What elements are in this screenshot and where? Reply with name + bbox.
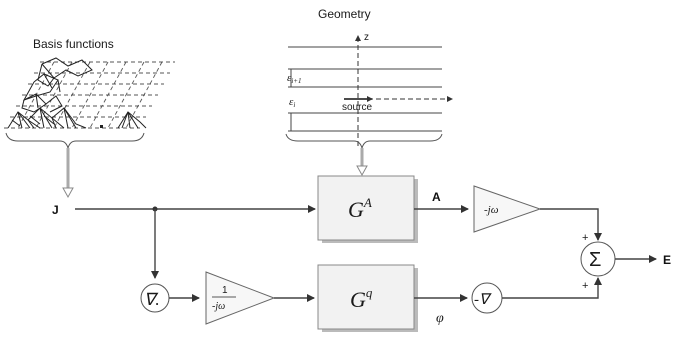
gain-to-sum-wire: [540, 208, 602, 241]
geometry-title: Geometry: [318, 7, 371, 21]
green-function-a-block: [317, 175, 418, 243]
divergence-operator-label: ∇.: [144, 290, 160, 309]
gain-bottom-triangle: [205, 271, 276, 325]
source-label: source: [342, 102, 372, 113]
green-function-q-block: [317, 264, 418, 332]
gain-top-label: -jω: [484, 204, 499, 216]
basis-functions-title: Basis functions: [33, 37, 114, 51]
geometry-brace: [285, 133, 443, 150]
signal-phi-label: φ: [436, 311, 444, 326]
gain-bottom-numerator: 1: [222, 285, 228, 296]
gain-top-triangle: [473, 185, 542, 233]
epsilon-upper-label: εi+1: [287, 72, 302, 85]
basis-brace: [5, 132, 145, 150]
basis-functions-mesh: [4, 57, 175, 129]
input-j-label: J: [52, 203, 59, 217]
signal-a-label: A: [432, 190, 441, 204]
geometry-layers: [288, 35, 453, 146]
gq-label: Gq: [350, 285, 373, 312]
z-label: z: [364, 32, 369, 43]
basis-down-arrow: [62, 148, 74, 199]
gradient-operator-label: -∇: [474, 292, 492, 308]
output-e-label: E: [663, 253, 671, 267]
summing-junction-label: Σ: [589, 249, 601, 271]
ga-label: GA: [348, 195, 372, 222]
sum-plus-top: +: [582, 232, 588, 244]
geometry-down-arrow: [356, 148, 368, 177]
epsilon-lower-label: εi: [289, 96, 295, 109]
sum-plus-bottom: +: [582, 280, 588, 292]
grad-to-sum-wire: [502, 277, 602, 299]
gain-bottom-denominator: -jω: [212, 301, 225, 312]
